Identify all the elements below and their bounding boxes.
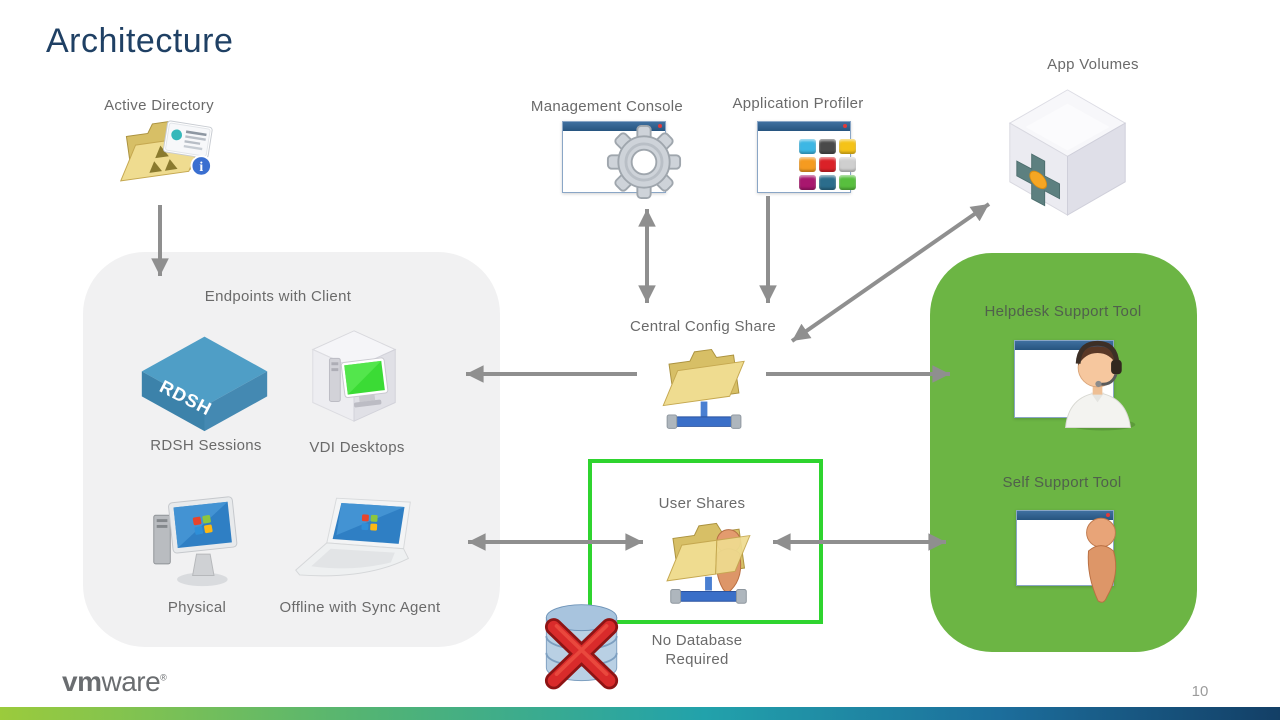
self-support-person-icon [1076,516,1126,608]
vmware-logo: vmware® [62,666,167,698]
endpoints-with-client-label: Endpoints with Client [204,288,352,305]
no-database-line1: No Database [651,632,743,649]
registered-mark: ® [160,672,167,683]
user-shares-folder-icon [650,512,768,617]
close-icon [658,124,662,128]
app-tiles-icon [799,139,856,190]
window-titlebar [758,122,850,131]
close-icon [1106,513,1110,517]
helpdesk-agent-icon [1052,334,1144,432]
app-volumes-label: App Volumes [1047,56,1139,73]
self-support-tool-label: Self Support Tool [1002,474,1122,491]
gear-icon [606,124,682,200]
svg-text:i: i [199,159,203,174]
vdi-cube-icon [300,323,408,429]
vmware-logo-vm: vm [62,666,102,697]
endpoints-panel [83,252,500,647]
rdsh-box-icon: RDSH [137,326,272,436]
page-title: Architecture [46,22,234,60]
central-config-share-label: Central Config Share [629,318,777,335]
rdsh-sessions-label: RDSH Sessions [150,437,262,454]
vmware-logo-ware: ware [101,666,161,697]
no-database-label: No Database Required [617,632,777,670]
management-console-label: Management Console [530,98,684,115]
laptop-icon [286,492,422,586]
offline-sync-agent-label: Offline with Sync Agent [279,599,441,616]
app-volumes-cube-icon [1002,80,1134,222]
active-directory-label: Active Directory [104,97,214,114]
helpdesk-support-tool-label: Helpdesk Support Tool [984,303,1142,320]
database-crossed-icon [538,596,626,693]
physical-label: Physical [167,599,227,616]
vdi-desktops-label: VDI Desktops [309,439,405,456]
application-profiler-label: Application Profiler [732,95,864,112]
active-directory-folder-icon: i [104,110,222,214]
no-database-line2: Required [665,650,729,668]
desktop-pc-icon [146,490,248,592]
close-icon [843,124,847,128]
window-titlebar [1017,511,1113,520]
user-shares-label: User Shares [658,495,746,512]
page-number: 10 [1191,683,1209,700]
footer-gradient-bar [0,707,1280,720]
window-titlebar [563,122,665,131]
network-folder-icon [647,340,762,442]
